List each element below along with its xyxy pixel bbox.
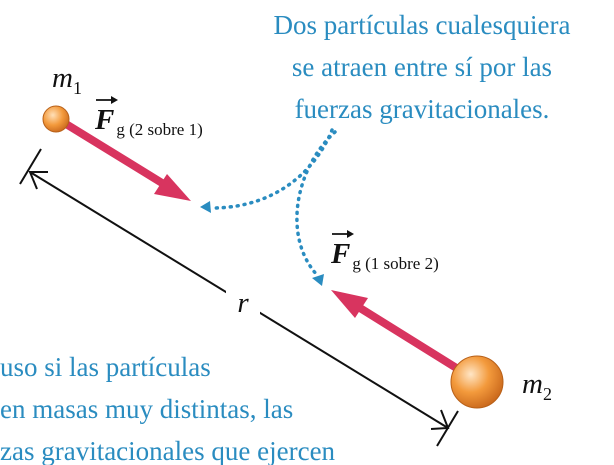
- pointer-arrowhead-2: [312, 274, 324, 286]
- distance-label-gap: [226, 286, 260, 318]
- pointer-to-force-2-on-1: [210, 128, 334, 210]
- pointer-arrowhead-1: [200, 201, 211, 213]
- particle-m1: [42, 105, 70, 133]
- mass-2-label: m2: [522, 368, 552, 404]
- pointer-to-force-1-on-2: [295, 130, 337, 278]
- mass-1-label: m1: [52, 62, 82, 98]
- caption-bottom-line-3: zas gravitacionales que ejercen: [0, 436, 336, 465]
- caption-bottom-line-1: uso si las partículas: [0, 352, 211, 382]
- caption-top-line-2: se atraen entre sí por las: [292, 52, 552, 82]
- force-arrow-2-on-1: [62, 120, 191, 201]
- particle-m2: [450, 355, 504, 409]
- distance-label: r: [237, 287, 249, 319]
- distance-arrowhead-left: [28, 171, 48, 190]
- caption-pointers: [210, 128, 337, 278]
- force-arrow-1-on-2: [331, 290, 462, 373]
- caption-bottom: uso si las partículas en masas muy disti…: [0, 352, 336, 465]
- caption-top-line-3: fuerzas gravitacionales.: [295, 94, 550, 124]
- caption-top-line-1: Dos partículas cualesquiera: [274, 10, 571, 40]
- caption-bottom-line-2: en masas muy distintas, las: [0, 394, 293, 424]
- distance-tick-right: [436, 410, 459, 447]
- caption-top: Dos partículas cualesquiera se atraen en…: [274, 10, 571, 124]
- distance-tick-left: [19, 148, 42, 185]
- svg-text:Fg (1 sobre 2): Fg (1 sobre 2): [330, 238, 439, 273]
- svg-text:Fg (2 sobre 1): Fg (2 sobre 1): [94, 104, 203, 139]
